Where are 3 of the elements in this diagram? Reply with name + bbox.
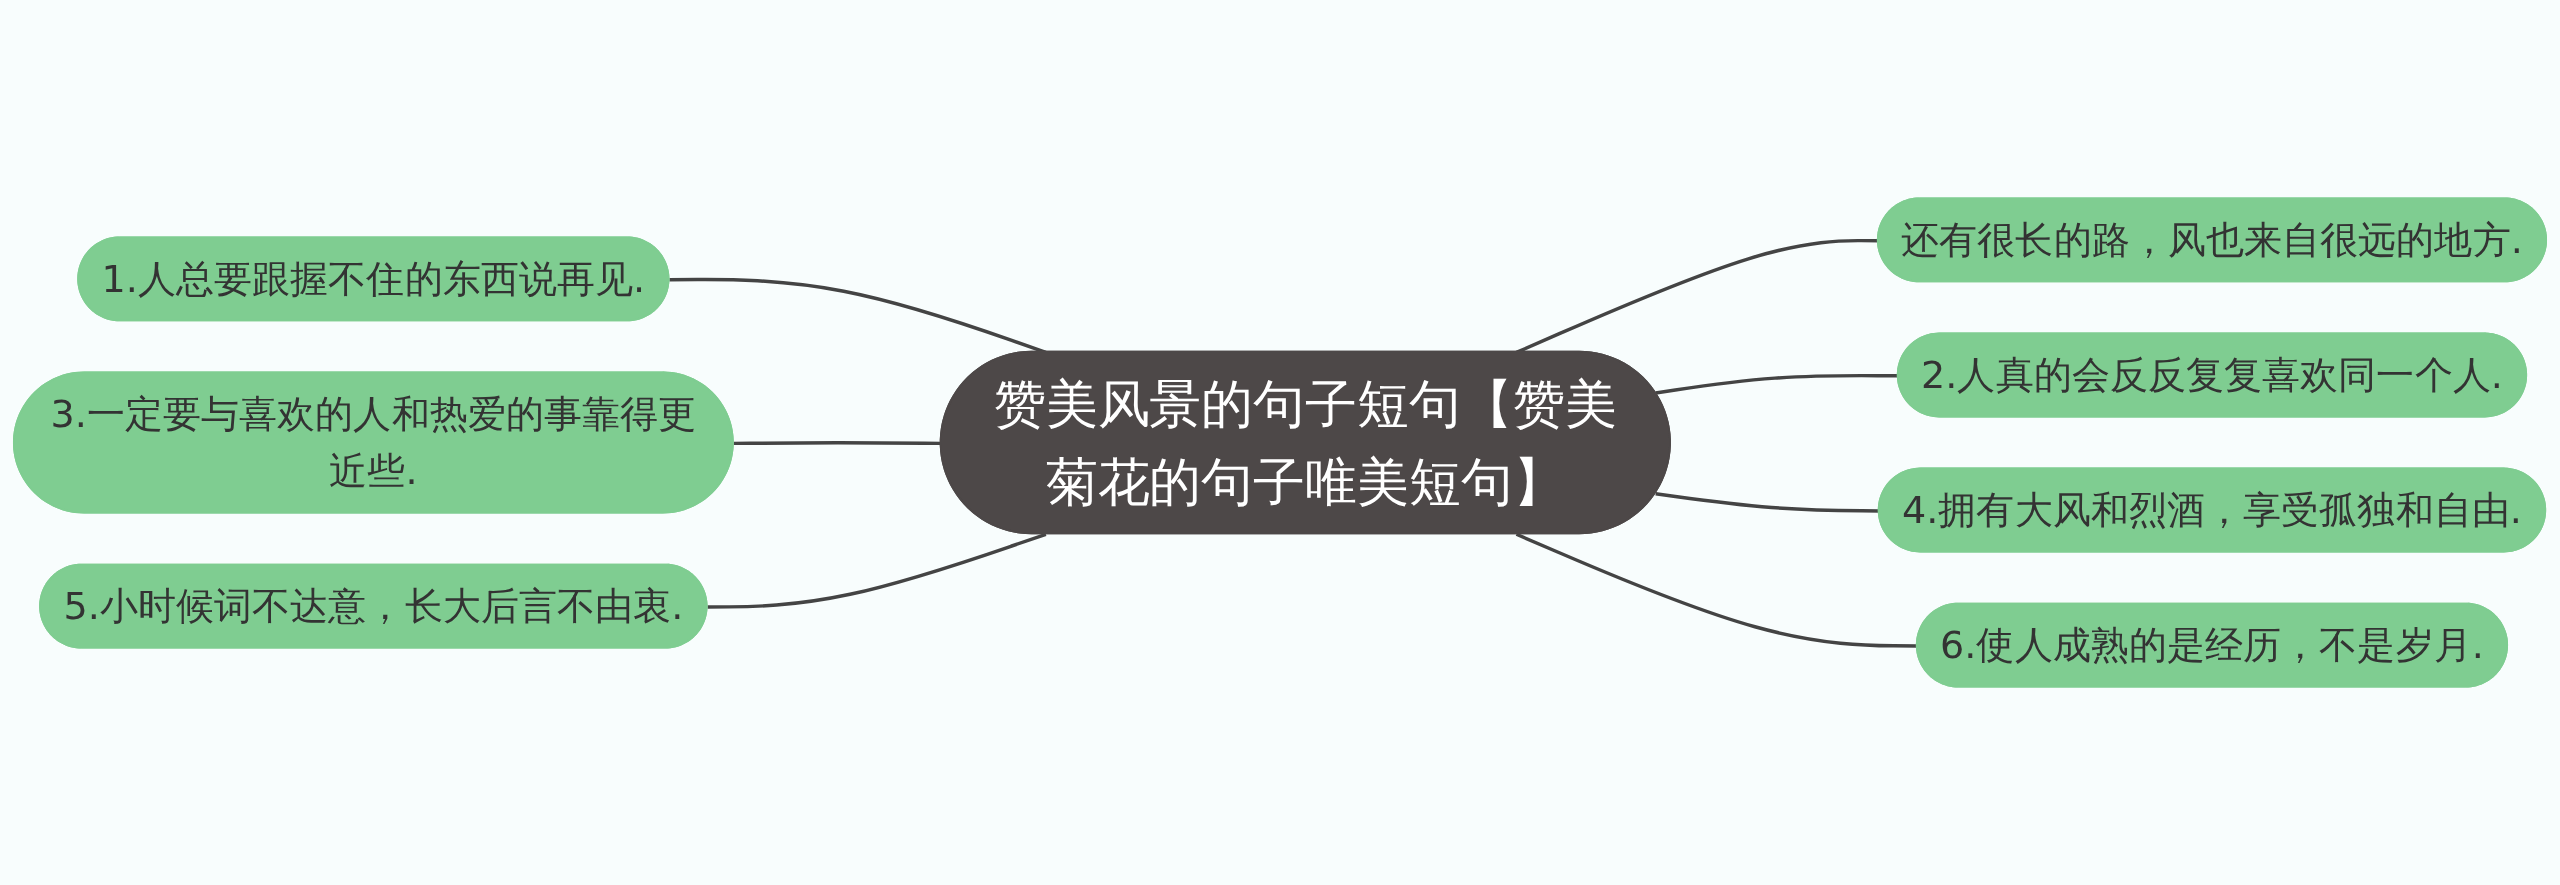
connector [1655,373,1899,395]
connector [1655,492,1880,513]
connector [707,532,1047,609]
